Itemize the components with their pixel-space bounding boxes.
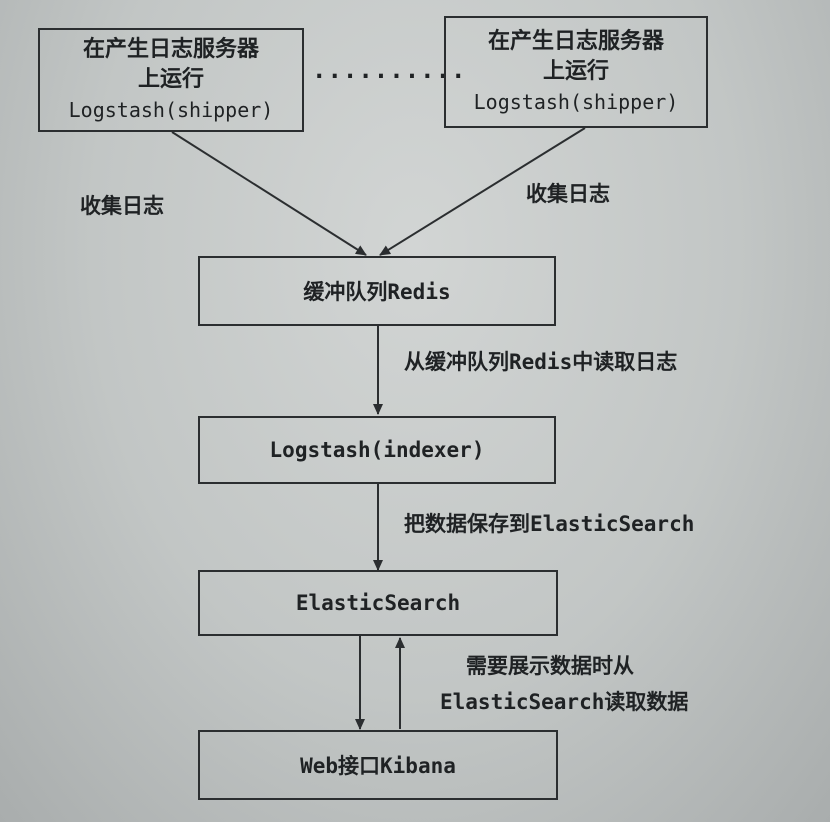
kibana-label: Web接口Kibana	[300, 754, 456, 778]
redis-queue-box: 缓冲队列Redis	[198, 256, 556, 326]
elasticsearch-box: ElasticSearch	[198, 570, 558, 636]
redis-label: 缓冲队列Redis	[303, 280, 451, 304]
label-collect-right: 收集日志	[526, 181, 610, 206]
kibana-box: Web接口Kibana	[198, 730, 558, 800]
label-read-from-redis: 从缓冲队列Redis中读取日志	[404, 350, 678, 374]
indexer-label: Logstash(indexer)	[269, 438, 485, 462]
elasticsearch-label: ElasticSearch	[295, 591, 461, 615]
label-query-line1: 需要展示数据时从	[466, 654, 634, 678]
label-query-line2: ElasticSearch读取数据	[440, 690, 689, 714]
source-right-line2: 上运行	[542, 58, 609, 84]
source-left-line2: 上运行	[137, 66, 204, 92]
arrow-left-source-to-redis	[171, 131, 367, 256]
source-server-right-box: 在产生日志服务器 上运行 Logstash(shipper)	[444, 16, 708, 128]
arrow-right-source-to-redis	[379, 127, 586, 256]
source-left-line1: 在产生日志服务器	[82, 36, 259, 62]
source-left-line3: Logstash(shipper)	[68, 98, 274, 122]
source-server-left-box: 在产生日志服务器 上运行 Logstash(shipper)	[38, 28, 304, 132]
source-right-line1: 在产生日志服务器	[487, 28, 664, 54]
ellipsis: ..........	[312, 56, 467, 84]
source-right-line3: Logstash(shipper)	[473, 90, 679, 114]
logstash-indexer-box: Logstash(indexer)	[198, 416, 556, 484]
label-collect-left: 收集日志	[80, 193, 164, 218]
label-save-to-elasticsearch: 把数据保存到ElasticSearch	[404, 512, 695, 536]
